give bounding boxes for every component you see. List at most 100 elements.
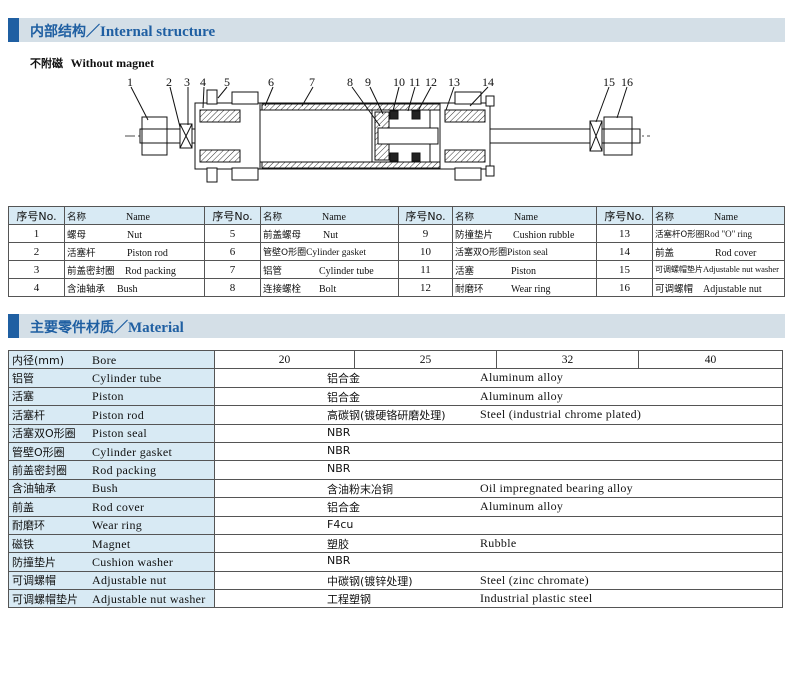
part-zh: 含油轴承 xyxy=(12,482,56,496)
callout-labels: 1 2 3 4 5 6 7 8 9 10 11 12 13 14 15 16 xyxy=(127,75,633,89)
part-en: Piston rod xyxy=(92,407,145,422)
material-part-label: 活塞双O形圈 Piston seal xyxy=(8,423,215,443)
header-name-zh: 名称 xyxy=(455,211,475,223)
callout-7: 7 xyxy=(309,75,315,89)
part-name-zh: 防撞垫片 xyxy=(455,229,494,241)
material-en: Steel (zinc chromate) xyxy=(480,572,589,587)
subtitle-zh: 不附磁 xyxy=(30,57,63,70)
part-name-en: Nut xyxy=(323,229,338,241)
part-name-zh: 铝管 xyxy=(263,265,283,277)
part-zh: 管壁O形圈 xyxy=(12,445,65,459)
callout-2: 2 xyxy=(166,75,172,89)
part-name: 铝管 Cylinder tube xyxy=(260,260,399,279)
header-name-en: Name xyxy=(514,211,538,223)
section-title-zh: 内部结构／ xyxy=(30,24,100,40)
material-value: 中碳钢(镀锌处理) Steel (zinc chromate) xyxy=(214,570,783,591)
bore-label-en: Bore xyxy=(92,352,117,367)
material-en: Aluminum alloy xyxy=(480,499,564,514)
part-name-en: Cylinder tube xyxy=(319,265,374,277)
callout-10: 10 xyxy=(393,75,405,89)
part-no: 9 xyxy=(398,224,453,243)
material-zh: 中碳钢(镀锌处理) xyxy=(327,574,413,588)
part-en: Bush xyxy=(92,481,118,496)
part-zh: 可调螺帽垫片 xyxy=(12,592,78,606)
material-zh: F4cu xyxy=(327,517,354,531)
part-no: 8 xyxy=(204,278,261,297)
part-name-zh: 前盖螺母 xyxy=(263,229,302,241)
section-title-en: Material xyxy=(128,320,184,336)
section-title-en: Internal structure xyxy=(100,24,216,40)
material-value: F4cu xyxy=(214,515,783,535)
part-name: 前盖螺母 Nut xyxy=(260,224,399,243)
part-name-zh: 前盖 xyxy=(655,247,675,259)
bore-value: 40 xyxy=(638,349,783,370)
part-name-zh: 活塞 xyxy=(455,265,475,277)
part-zh: 铝管 xyxy=(12,372,34,386)
part-no: 5 xyxy=(204,224,261,243)
part-no: 2 xyxy=(8,242,65,261)
part-name-zh: 管壁O形圈 xyxy=(263,248,307,258)
part-name-zh: 活塞杆 xyxy=(67,247,96,259)
part-no: 7 xyxy=(204,260,261,279)
part-name-en: Cylinder gasket xyxy=(306,248,366,258)
callout-13: 13 xyxy=(448,75,460,89)
callout-4: 4 xyxy=(200,75,206,89)
header-name-en: Name xyxy=(126,211,150,223)
bore-row: 内径(mm)Bore 20 25 32 40 xyxy=(8,349,783,370)
part-name-en: Piston rod xyxy=(127,247,168,259)
header-name-zh: 名称 xyxy=(655,211,675,223)
part-name: 活塞 Piston xyxy=(452,260,597,279)
callout-5: 5 xyxy=(224,75,230,89)
part-name-en: Piston xyxy=(511,265,537,277)
part-name-en: Bolt xyxy=(319,283,337,295)
cylinder-cross-section-drawing: 1 2 3 4 5 6 7 8 9 10 11 12 13 14 15 16 xyxy=(125,75,650,183)
header-name-zh: 名称 xyxy=(263,211,283,223)
material-zh: NBR xyxy=(327,554,351,568)
part-no: 1 xyxy=(8,224,65,243)
header-name: 名称 Name xyxy=(452,206,597,225)
part-name: 活塞双O形圈Piston seal xyxy=(452,242,597,261)
part-name-zh: 活塞双O形圈 xyxy=(455,248,508,258)
material-value: NBR xyxy=(214,441,783,462)
section-title: 内部结构／Internal structure xyxy=(30,21,215,41)
callout-1: 1 xyxy=(127,75,133,89)
material-zh: 塑胶 xyxy=(327,537,349,551)
callout-8: 8 xyxy=(347,75,353,89)
part-name-en: Rod packing xyxy=(125,265,176,277)
callout-15: 15 xyxy=(603,75,615,89)
part-name: 活塞杆 Piston rod xyxy=(64,242,205,261)
part-name-en: Wear ring xyxy=(511,283,551,295)
part-zh: 活塞杆 xyxy=(12,408,45,422)
bore-value: 25 xyxy=(354,349,497,370)
material-value: NBR xyxy=(214,460,783,480)
part-no: 13 xyxy=(596,224,653,243)
part-en: Piston seal xyxy=(92,426,147,441)
part-name-zh: 活塞杆O形圈 xyxy=(655,229,705,240)
part-zh: 前盖 xyxy=(12,500,34,514)
part-zh: 活塞双O形圈 xyxy=(12,427,76,441)
